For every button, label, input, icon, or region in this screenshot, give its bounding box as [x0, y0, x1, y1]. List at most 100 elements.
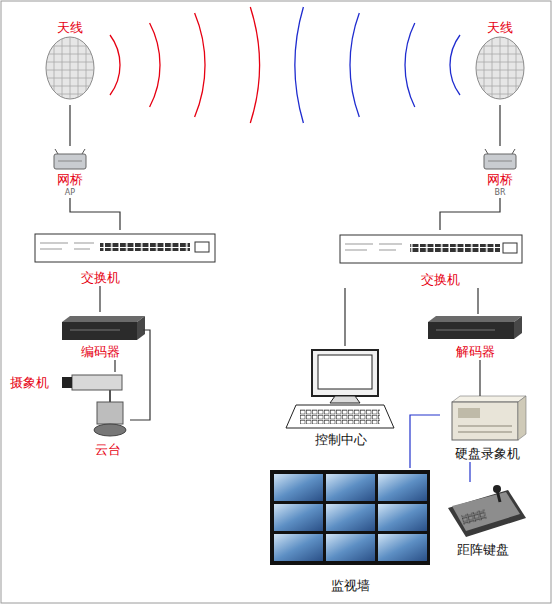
antenna-icon: [44, 36, 96, 100]
keyboard-icon: [448, 490, 526, 537]
computer-icon: [318, 355, 372, 389]
bridge-icon: [488, 161, 512, 162]
wireless-wave-blue: [295, 7, 303, 123]
device-label: 解码器: [456, 344, 495, 360]
antenna-icon: [474, 70, 526, 71]
antenna-icon: [474, 36, 526, 100]
decoder-icon: [428, 316, 522, 322]
antenna-icon: [474, 62, 526, 63]
switch-icon: [195, 242, 209, 252]
wireless-wave-red: [195, 13, 205, 117]
switch-icon: [35, 234, 215, 262]
ptz-icon: [94, 424, 126, 436]
video-wall-icon: [326, 534, 375, 561]
cable-connector: [469, 462, 470, 482]
keyboard-icon: [452, 492, 520, 531]
encoder-icon: [62, 316, 145, 322]
bridge-node: 网桥AP: [40, 146, 100, 198]
cable-connector: [499, 105, 500, 146]
cable-connector: [479, 360, 480, 396]
device-label: 天线: [487, 20, 513, 36]
camera-icon: [72, 375, 122, 390]
switch-icon: [40, 249, 62, 250]
video-wall-icon: [274, 504, 323, 531]
bridge-icon: [54, 154, 86, 169]
video-wall-icon: [378, 534, 427, 561]
video-wall-icon: [270, 470, 430, 565]
wireless-wave-red: [250, 7, 259, 123]
switch-icon: [379, 250, 396, 251]
video-wall-icon: [326, 474, 375, 501]
encoder-icon: [62, 316, 145, 340]
bridge-node: 网桥BR: [470, 146, 530, 198]
antenna-icon: [474, 54, 526, 55]
camera-node: 摄象机: [10, 372, 132, 394]
wireless-wave-red: [110, 35, 120, 95]
bridge-icon: [484, 149, 516, 169]
device-label: 控制中心: [315, 432, 367, 448]
antenna-node: 天线: [40, 20, 100, 105]
device-label: 云台: [95, 442, 121, 458]
dvr-icon: [518, 396, 526, 440]
video-wall-icon: [274, 474, 323, 501]
antenna-node: 天线: [470, 20, 530, 105]
video-wall-icon: [270, 470, 430, 565]
computer-icon: [330, 396, 360, 403]
antenna-icon: [474, 36, 526, 100]
video-wall-icon: [326, 504, 375, 531]
computer-icon: [286, 350, 394, 428]
switch-icon: [345, 250, 367, 251]
device-label: 网桥: [57, 172, 83, 188]
switch-icon: [35, 234, 215, 262]
cable-connector: [70, 198, 120, 230]
device-label: 硬盘录象机: [455, 446, 520, 462]
encoder-icon: [137, 316, 145, 340]
keyboard-node: 距阵键盘: [438, 482, 528, 558]
dvr-icon: [458, 408, 480, 418]
wireless-wave-blue: [295, 7, 460, 123]
wireless-wave-blue: [450, 35, 460, 95]
bridge-icon: [58, 161, 82, 162]
device-label: 编码器: [81, 344, 120, 360]
device-label: 交换机: [421, 272, 460, 288]
video-wall-icon: [378, 504, 427, 531]
dvr-icon: [458, 432, 512, 433]
antenna-icon: [44, 62, 96, 63]
keyboard-icon: [493, 485, 501, 493]
dvr-icon: [458, 426, 512, 427]
antenna-icon: [44, 54, 96, 55]
antenna-icon: [44, 70, 96, 71]
switch-icon: [40, 243, 68, 244]
encoder-icon: [70, 330, 120, 331]
switch-node: 交换机: [33, 230, 168, 286]
cable-connector: [69, 105, 70, 146]
device-label: 天线: [57, 20, 83, 36]
cable-connector: [477, 288, 478, 314]
device-label: 网桥: [487, 172, 513, 188]
decoder-icon: [514, 316, 522, 339]
control-center-node: 控制中心: [283, 346, 398, 448]
antenna-icon: [44, 46, 96, 47]
switch-icon: [100, 243, 190, 251]
antenna-icon: [44, 94, 96, 95]
switch-icon: [345, 244, 373, 245]
device-mode-label: AP: [65, 188, 75, 198]
switch-node: 交换机: [340, 230, 540, 288]
antenna-icon: [44, 36, 96, 100]
device-mode-label: BR: [494, 188, 505, 198]
ptz-icon: [94, 402, 126, 436]
switch-icon: [340, 235, 522, 263]
bridge-icon: [485, 149, 488, 154]
dvr-icon: [452, 396, 526, 440]
switch-icon: [340, 235, 522, 263]
switch-icon: [503, 243, 517, 253]
bridge-icon: [55, 149, 58, 154]
computer-icon: [300, 409, 380, 424]
antenna-icon: [474, 86, 526, 87]
cable-connector: [114, 360, 115, 372]
antenna-icon: [44, 86, 96, 87]
computer-icon: [312, 350, 378, 396]
computer-icon: [286, 405, 394, 428]
